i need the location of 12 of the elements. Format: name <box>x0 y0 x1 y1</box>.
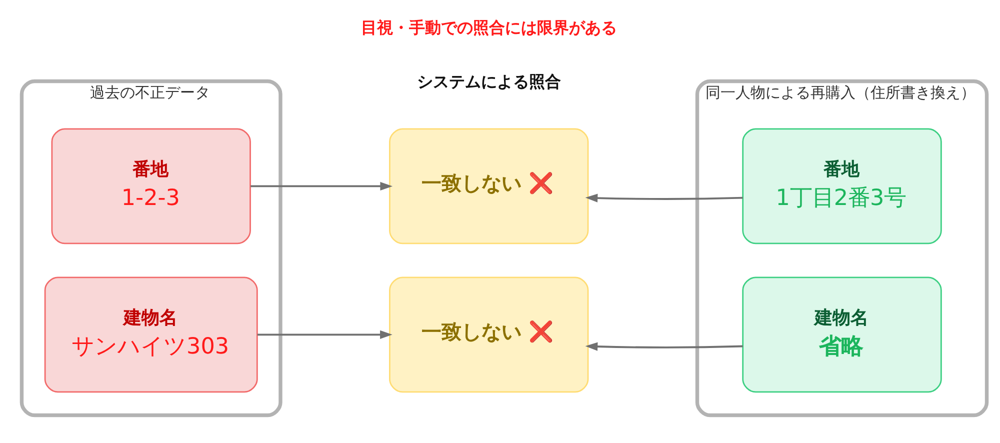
node-box: 建物名 サンハイツ303 <box>44 276 258 392</box>
node-box: 番地 1丁目2番3号 <box>742 128 942 244</box>
arrow <box>250 181 393 190</box>
node-box: 一致しない ❌ <box>389 128 589 244</box>
node-box: 建物名 省略 <box>742 276 942 392</box>
arrow <box>257 330 392 338</box>
label: システムによる照合 <box>416 72 561 91</box>
arrow <box>585 193 743 202</box>
node-box: 一致しない ❌ <box>389 276 589 392</box>
node-box: 番地 1-2-3 <box>51 128 251 244</box>
arrow <box>585 342 743 350</box>
label: 目視・手動での照合には限界がある <box>361 17 618 36</box>
